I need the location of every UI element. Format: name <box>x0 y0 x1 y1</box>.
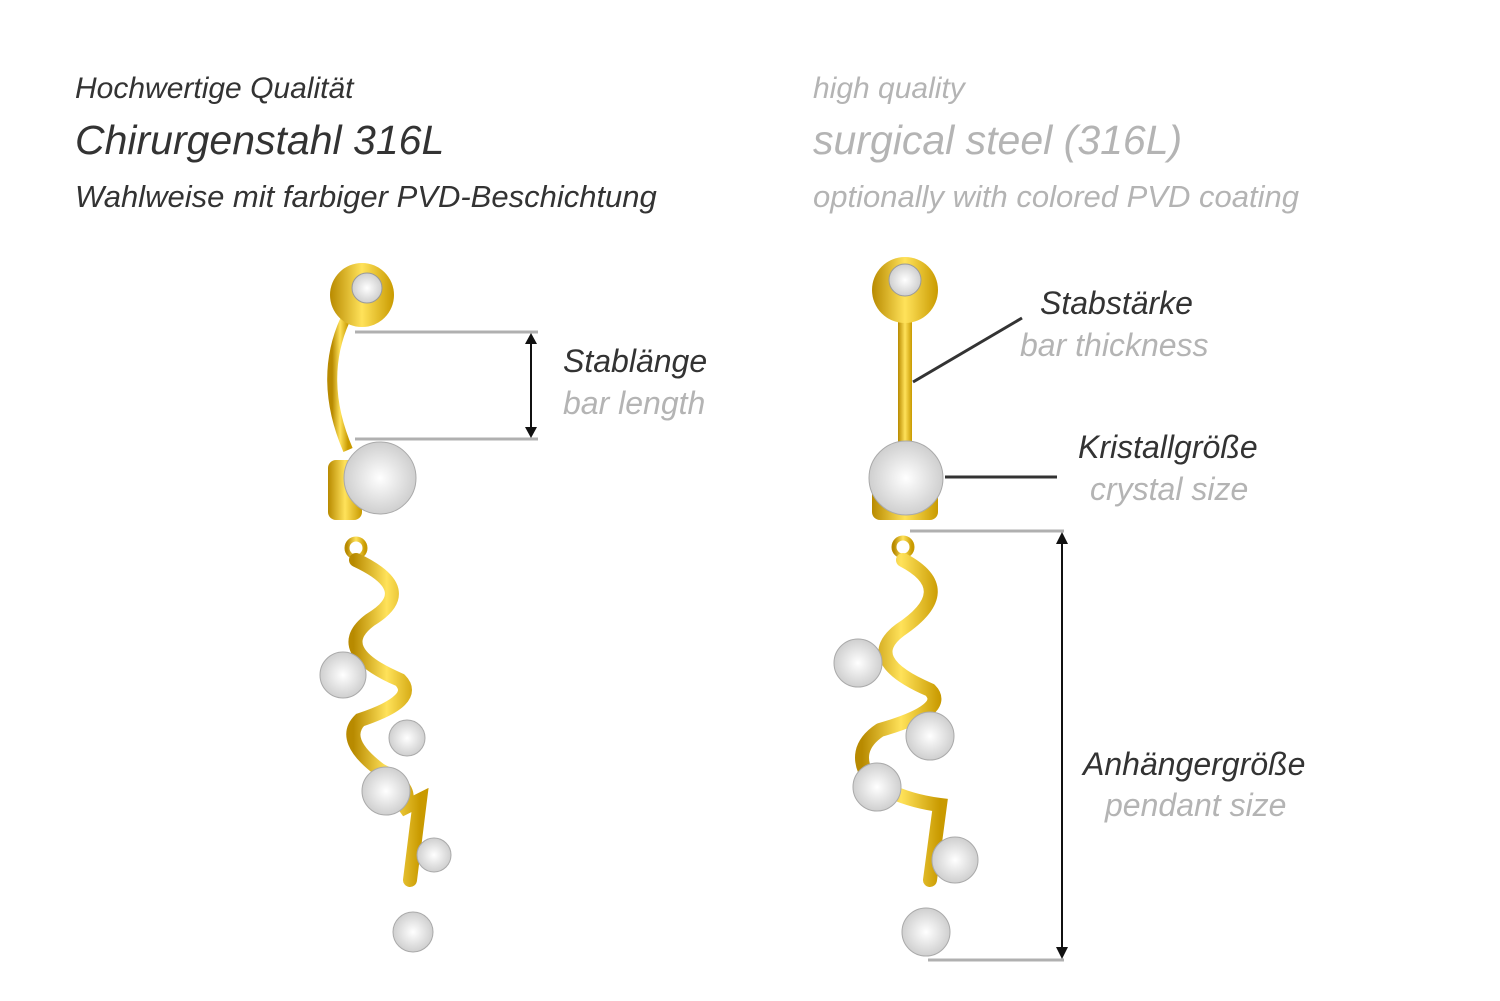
bar-length-label-en: bar length <box>563 385 706 421</box>
crystal-size-label-de: Kristallgröße <box>1078 429 1258 465</box>
bar-thickness-label-en: bar thickness <box>1020 327 1209 363</box>
material-de: Chirurgenstahl 316L <box>75 117 445 163</box>
left-jewelry <box>319 263 452 953</box>
pendant-size-label-de: Anhängergröße <box>1083 746 1306 782</box>
right-jewelry <box>833 257 979 957</box>
quality-en: high quality <box>813 72 965 105</box>
bar-thickness-pointer <box>912 316 1023 384</box>
coating-en: optionally with colored PVD coating <box>813 179 1299 214</box>
material-en: surgical steel (316L) <box>813 117 1183 163</box>
bar-thickness-label-de: Stabstärke <box>1040 285 1193 321</box>
bar-length-label-de: Stablänge <box>563 343 708 379</box>
bar-length-dimension <box>355 330 538 441</box>
pendant-size-dimension <box>910 529 1068 962</box>
pendant-size-label-en: pendant size <box>1105 787 1287 823</box>
quality-de: Hochwertige Qualität <box>75 72 354 105</box>
coating-de: Wahlweise mit farbiger PVD-Beschichtung <box>75 179 657 214</box>
crystal-size-label-en: crystal size <box>1090 471 1249 507</box>
